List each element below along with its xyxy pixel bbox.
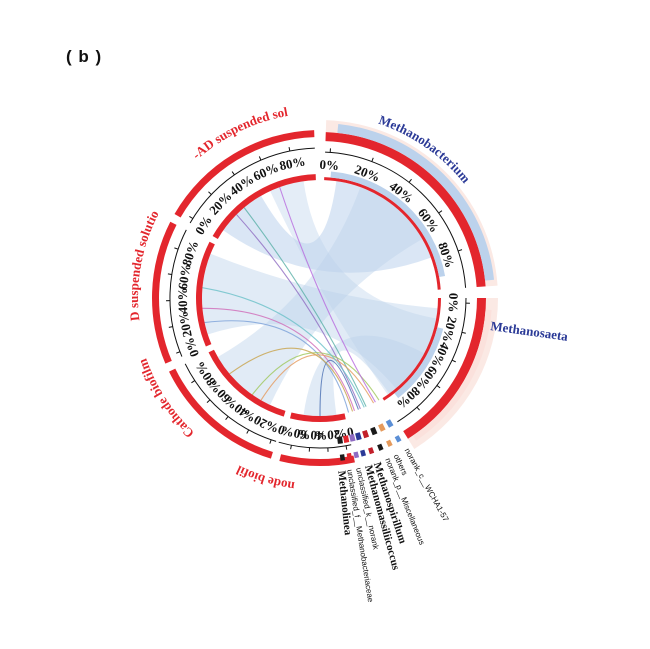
mec-ad-ticks-tick-0 — [189, 215, 194, 219]
mec-ad-ticks-tick-4 — [288, 147, 291, 152]
ribbon-2 — [217, 187, 423, 405]
anode-ticks-label-1: 20% — [314, 427, 341, 443]
ad-suspended-ticks-label-3: 60% — [175, 262, 194, 290]
sector-cathode-biofilm-outer-bar — [169, 368, 273, 459]
methanobacterium-ticks-tick-2 — [408, 178, 412, 183]
sector-methanosaeta-inner-bar — [382, 298, 441, 401]
methanobacterium-ticks-tick-4 — [458, 249, 463, 252]
ad-suspended-ticks-label-1: 20% — [175, 310, 195, 338]
mec-ad-ticks-tick-2 — [231, 171, 235, 176]
methanobacterium-outer-blue — [337, 123, 495, 281]
ad-suspended-ticks-tick-1 — [168, 326, 173, 328]
methanosaeta-inner-blue — [394, 327, 444, 399]
ad-suspended-ticks-tick-3 — [167, 273, 172, 276]
taxon-stub-0 — [385, 419, 394, 428]
taxon-outer-stub-6 — [346, 452, 353, 460]
ad-suspended-ticks-label-4: 80% — [179, 238, 202, 267]
sector-anode-biofilm-outer-bar — [279, 454, 355, 466]
cathode-ticks-label-0: 0% — [264, 418, 287, 439]
mec-ad-ticks-tick-3 — [258, 156, 262, 161]
link-5 — [260, 354, 375, 404]
sector-cathode-biofilm-inner-bar — [208, 349, 286, 417]
methanosaeta-ticks-label-0: 0% — [446, 293, 462, 313]
methanosaeta-ticks-tick-4 — [416, 406, 420, 411]
link-8 — [202, 287, 365, 408]
sample-label-1: AD suspended solution — [0, 0, 162, 322]
ad-suspended-ticks-tick-0 — [176, 351, 181, 354]
ad-suspended-ticks-label-2: 40% — [175, 287, 190, 313]
taxon-stub-6 — [343, 435, 350, 443]
methanobacterium-ticks-tick-3 — [438, 210, 443, 214]
sector-methanobacterium-outer-bar — [325, 132, 486, 288]
link-9 — [279, 186, 376, 403]
anode-ticks-label-3: 60% — [280, 423, 308, 443]
methanobacterium-ticks-label-0: 0% — [319, 157, 339, 173]
genus-label-methanosaeta: Methanosaeta — [490, 318, 570, 344]
taxon-outer-stub-0 — [394, 435, 402, 443]
cathode-ticks-tick-0 — [269, 439, 272, 444]
methanosaeta-ticks-tick-3 — [436, 385, 441, 389]
link-4 — [251, 352, 380, 401]
ad-suspended-ticks-tick-4 — [174, 247, 179, 250]
methanosaeta-ticks-axis — [397, 297, 467, 423]
mec-ad-ticks-tick-1 — [208, 191, 212, 195]
link-6 — [319, 359, 359, 417]
methanosaeta-ticks-label-1: 20% — [439, 315, 460, 344]
anode-ticks-tick-3 — [290, 445, 292, 450]
cathode-ticks-tick-2 — [225, 416, 229, 420]
taxon-stub-4 — [355, 432, 362, 441]
taxon-outer-stub-7 — [339, 454, 346, 461]
cathode-ticks-tick-4 — [191, 380, 196, 384]
sector-mec-ad-inner-bar — [212, 174, 316, 239]
link-1 — [236, 214, 361, 410]
taxon-stub-7 — [337, 436, 343, 444]
link-0 — [243, 207, 367, 407]
taxon-stub-3 — [362, 429, 370, 439]
cathode-ticks-tick-1 — [246, 429, 250, 434]
taxon-outer-stub-2 — [377, 443, 384, 451]
taxon-outer-stub-3 — [368, 447, 375, 455]
panel-label: ( b ) — [66, 47, 103, 66]
methanosaeta-ticks-tick-2 — [451, 359, 456, 363]
mec-ad-ticks-label-3: 60% — [251, 160, 281, 184]
mec-ad-ticks-label-0: 0% — [192, 213, 215, 237]
cathode-ticks-tick-3 — [206, 399, 211, 404]
anode-ticks-label-2: 40% — [297, 427, 324, 444]
sector-anode-biofilm-inner-bar — [290, 412, 346, 423]
link-3 — [204, 320, 350, 413]
sector-ad-suspended-outer-bar — [151, 221, 177, 364]
link-2 — [202, 307, 356, 412]
taxon-stub-5 — [349, 433, 356, 442]
mec-ad-ticks-label-4: 80% — [278, 153, 306, 173]
methanobacterium-ticks-tick-1 — [371, 157, 374, 162]
anode-ticks-tick-0 — [345, 445, 348, 450]
ribbon-4 — [303, 335, 425, 416]
taxon-stub-1 — [378, 423, 386, 432]
anode-ticks-axis — [278, 441, 352, 449]
ad-suspended-ticks-label-0: 0% — [181, 335, 202, 359]
taxon-outer-stub-1 — [386, 439, 393, 447]
taxon-outer-stub-5 — [353, 451, 360, 459]
sector-ad-suspended-inner-bar — [196, 241, 215, 347]
sector-methanosaeta-outer-bar — [403, 298, 486, 439]
ribbon-1 — [201, 253, 438, 389]
methanobacterium-inner-blue — [330, 171, 446, 277]
methanosaeta-ticks-tick-1 — [461, 331, 466, 334]
ad-suspended-ticks-axis — [169, 229, 187, 357]
cathode-ticks-axis — [184, 363, 277, 442]
ribbon-3 — [270, 181, 437, 395]
sample-label-0: MEC-AD suspended solution — [0, 0, 289, 162]
link-7 — [229, 347, 354, 412]
taxon-outer-stub-4 — [360, 449, 367, 457]
methanobacterium-ticks-axis — [325, 151, 467, 288]
mec-ad-ticks-axis — [189, 147, 315, 224]
taxon-stub-2 — [370, 426, 378, 436]
